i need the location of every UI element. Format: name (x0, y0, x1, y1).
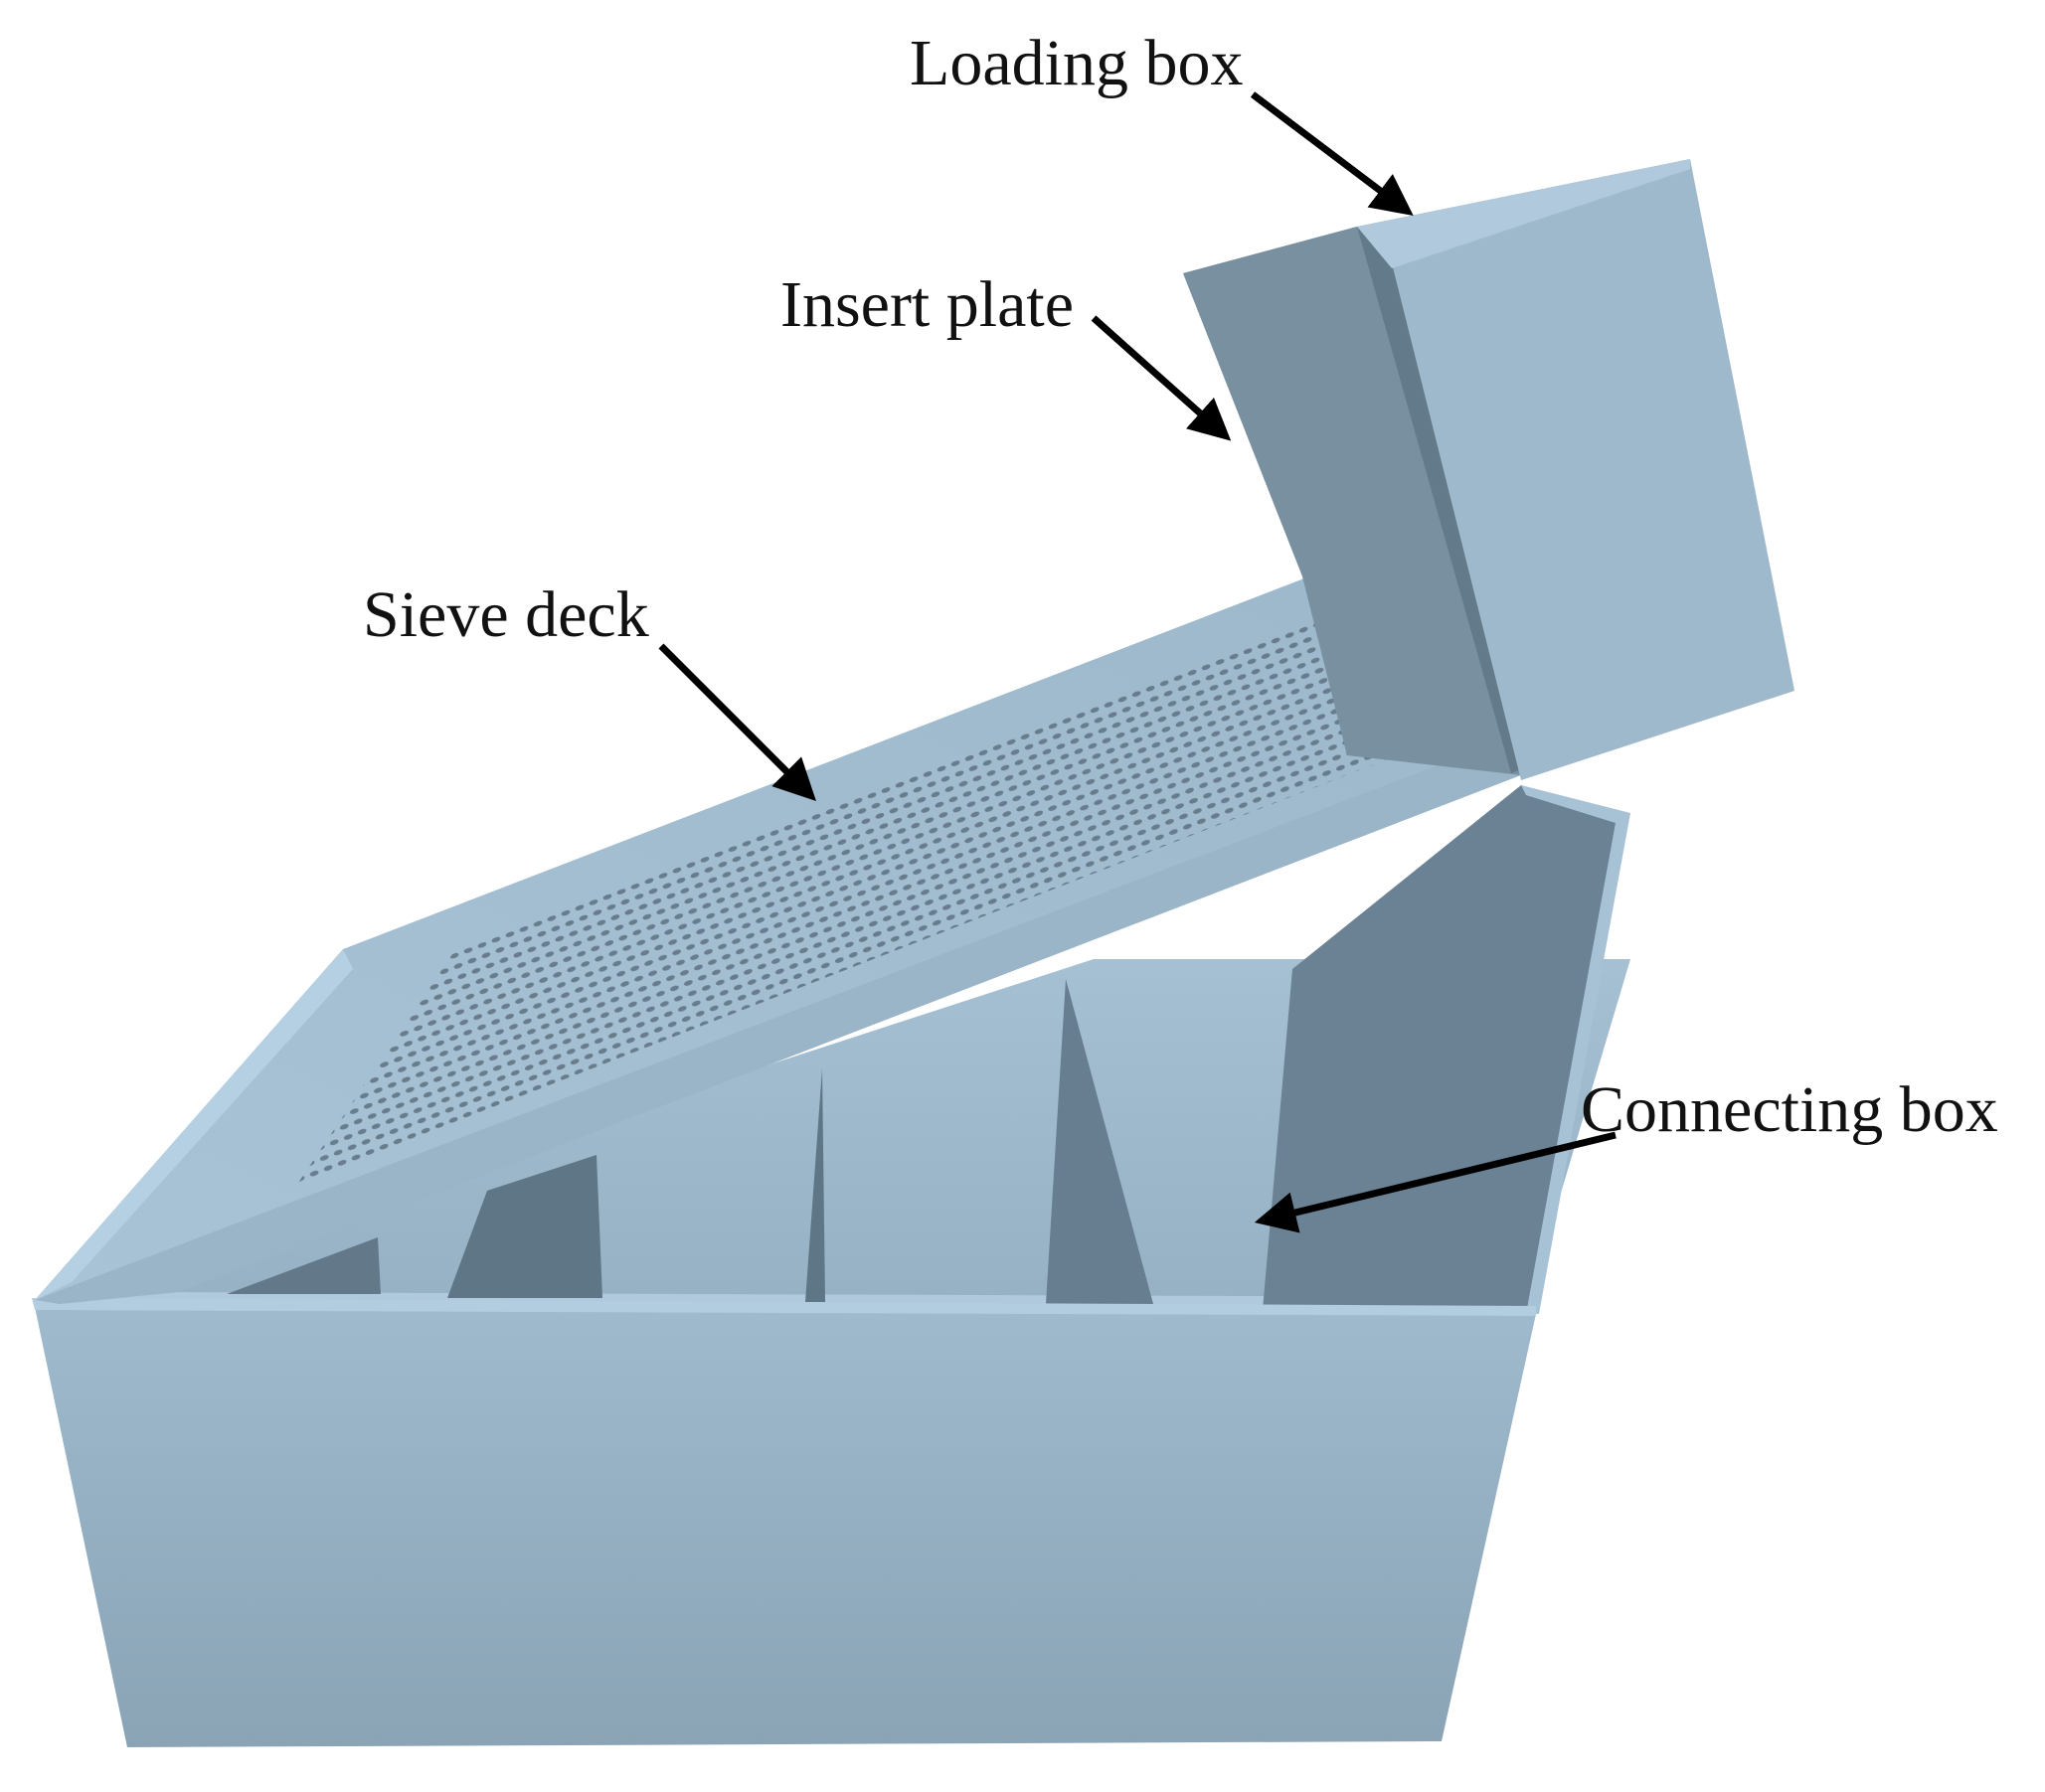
loading-box-top-edge (1357, 159, 1690, 268)
lower-box (32, 785, 1630, 1747)
sieve-deck-front-lip (35, 735, 1521, 1304)
insert-plate-arrow (1091, 315, 1232, 441)
sieve-deck-label: Sieve deck (363, 578, 649, 651)
sieve-deck-perforations (298, 616, 1461, 1183)
loading-box-right-face (1392, 159, 1794, 780)
divider-plate-3 (805, 1068, 825, 1302)
insert-plate-label: Insert plate (780, 268, 1074, 341)
divider-plate-2 (447, 1155, 602, 1298)
sieve-deck-left-edge (35, 949, 353, 1300)
divider-plate-4 (1046, 979, 1153, 1304)
loading-box (1183, 159, 1794, 780)
connecting-box-label: Connecting box (1581, 1073, 1998, 1146)
loading-box-label: Loading box (910, 27, 1243, 99)
lower-box-rim (32, 1298, 1536, 1316)
callout-arrows (658, 91, 1617, 1233)
connecting-box-edge (1521, 785, 1630, 1314)
connecting-box-shape (1263, 785, 1625, 1314)
lower-box-front-face (35, 1307, 1536, 1747)
loading-box-arrow (1250, 91, 1414, 217)
divider-plate-1 (227, 1237, 381, 1294)
sieve-deck-arrow (658, 643, 816, 801)
callout-labels: Loading box Insert plate Sieve deck Conn… (363, 27, 1998, 1146)
lower-box-back-wall (40, 959, 1630, 1310)
sieve-deck (35, 571, 1521, 1304)
connecting-box-arrow (1254, 1131, 1617, 1233)
loading-box-left-face (1183, 227, 1521, 775)
